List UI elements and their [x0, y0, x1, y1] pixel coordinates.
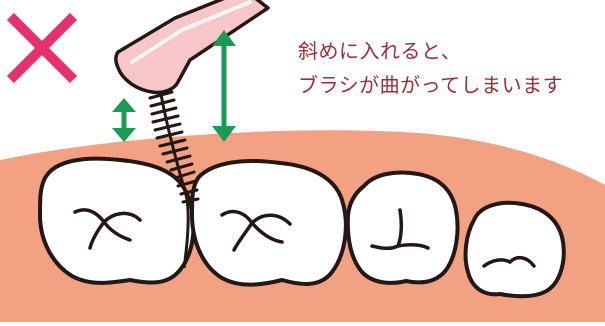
cross-icon — [14, 20, 70, 76]
caption-line-1: 斜めに入れると、 — [298, 34, 598, 68]
double-arrow-icon — [112, 98, 136, 142]
tooth-4 — [466, 203, 564, 296]
tooth-2 — [192, 161, 346, 285]
tooth-3 — [348, 173, 458, 283]
double-arrow-icon-tall — [212, 30, 236, 142]
brush-handle — [116, 0, 268, 93]
tooth-1 — [40, 159, 194, 283]
caption-line-2: ブラシが曲がってしまいます — [298, 68, 598, 102]
caption: 斜めに入れると、 ブラシが曲がってしまいます — [298, 34, 598, 102]
